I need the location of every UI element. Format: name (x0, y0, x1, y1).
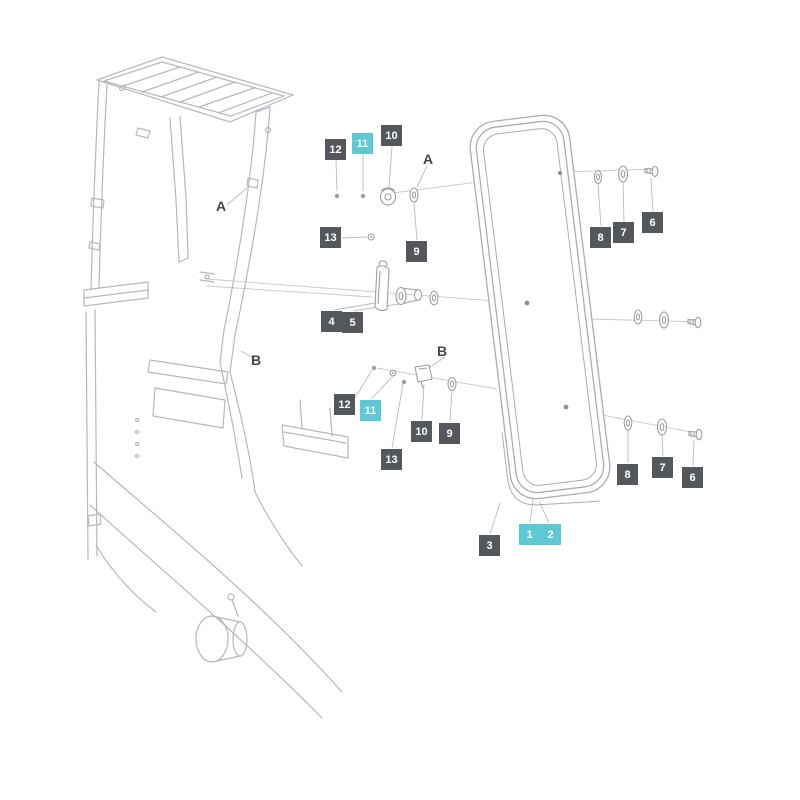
callout-13-b[interactable]: 13 (381, 449, 402, 470)
clip-10b (414, 364, 433, 383)
callout-1[interactable]: 1 (519, 524, 540, 545)
callout-13-a[interactable]: 13 (320, 227, 341, 248)
screw-12a (334, 193, 340, 199)
callout-2[interactable]: 2 (540, 524, 561, 545)
callout-6-a[interactable]: 6 (642, 212, 663, 233)
callout-8-b[interactable]: 8 (617, 464, 638, 485)
leader-lines (226, 145, 695, 535)
callout-4[interactable]: 4 (321, 311, 342, 332)
callout-7-b[interactable]: 7 (652, 457, 673, 478)
alignment-lines (205, 168, 702, 435)
section-letter-b-parts: B (437, 343, 448, 359)
callout-3[interactable]: 3 (479, 535, 500, 556)
section-letter-a-frame: A (216, 198, 227, 214)
section-letter-b-frame: B (251, 352, 262, 368)
handle-part-5 (374, 265, 390, 312)
screw-11a (360, 193, 366, 199)
callout-12-a[interactable]: 12 (325, 139, 346, 160)
screw-12b (371, 365, 377, 371)
screw-13b (401, 379, 407, 385)
glass-mount-dots (524, 170, 569, 410)
cab-frame-drawing (83, 56, 349, 719)
callout-5[interactable]: 5 (342, 312, 363, 333)
callout-10-b[interactable]: 10 (411, 421, 432, 442)
callout-12-b[interactable]: 12 (334, 394, 355, 415)
glass-panel (469, 114, 611, 506)
callout-10-a[interactable]: 10 (381, 125, 402, 146)
callout-6-b[interactable]: 6 (682, 467, 703, 488)
callout-8-a[interactable]: 8 (590, 227, 611, 248)
callout-9-a[interactable]: 9 (406, 241, 427, 262)
hardware-parts (334, 165, 703, 441)
callout-9-b[interactable]: 9 (439, 423, 460, 444)
callout-11-b[interactable]: 11 (360, 400, 381, 421)
callout-11-a[interactable]: 11 (352, 133, 373, 154)
section-letter-a-parts: A (423, 151, 434, 167)
callout-7-a[interactable]: 7 (613, 222, 634, 243)
